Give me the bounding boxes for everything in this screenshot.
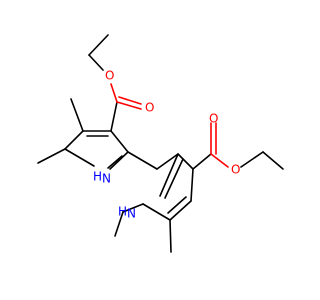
bond [114,211,124,237]
atom-hydrogen: H [118,205,127,219]
upper-pyrrole-ring [64,130,129,170]
bond [169,219,172,253]
bond [118,96,142,105]
bond [156,153,179,170]
upper-pyrrole-nh: H N [93,170,111,186]
bond [109,151,129,170]
atom-nitrogen: N [127,207,136,221]
bond [64,148,95,167]
bond [240,151,264,168]
bond [169,200,192,221]
lower-pyrrole-nh: H N [118,205,136,221]
bond [164,158,184,199]
bond [110,130,129,153]
bond [167,196,187,214]
atom-oxygen: O [209,112,218,126]
atom-oxygen: O [231,163,240,177]
molecule-structure-diagram: O O H N O O H N [37,34,284,253]
bond [142,203,171,221]
bond [110,83,118,103]
bond [88,34,109,56]
bond [210,153,229,168]
bond [116,101,142,110]
bond [192,153,212,170]
bond [107,155,123,169]
bond [159,153,179,197]
atom-oxygen: O [145,101,154,115]
lower-ethyl-ester: O O [192,112,284,177]
bond [88,54,104,71]
bond [127,151,158,170]
atom-hydrogen: H [93,170,102,184]
bond [122,203,144,213]
lower-pyrrole-ring [142,153,194,221]
bond [190,168,194,202]
bond [37,148,66,164]
bond [262,151,284,170]
bond [177,153,194,170]
bond [70,98,84,132]
bond [110,101,118,132]
atom-nitrogen: N [102,172,111,186]
bond [64,130,84,150]
lower-methyl-groups [114,203,172,253]
atom-oxygen: O [105,69,114,83]
upper-methyl-groups [37,98,84,164]
upper-ethyl-ester: O O [88,34,154,132]
methylene-bridge [127,151,179,170]
